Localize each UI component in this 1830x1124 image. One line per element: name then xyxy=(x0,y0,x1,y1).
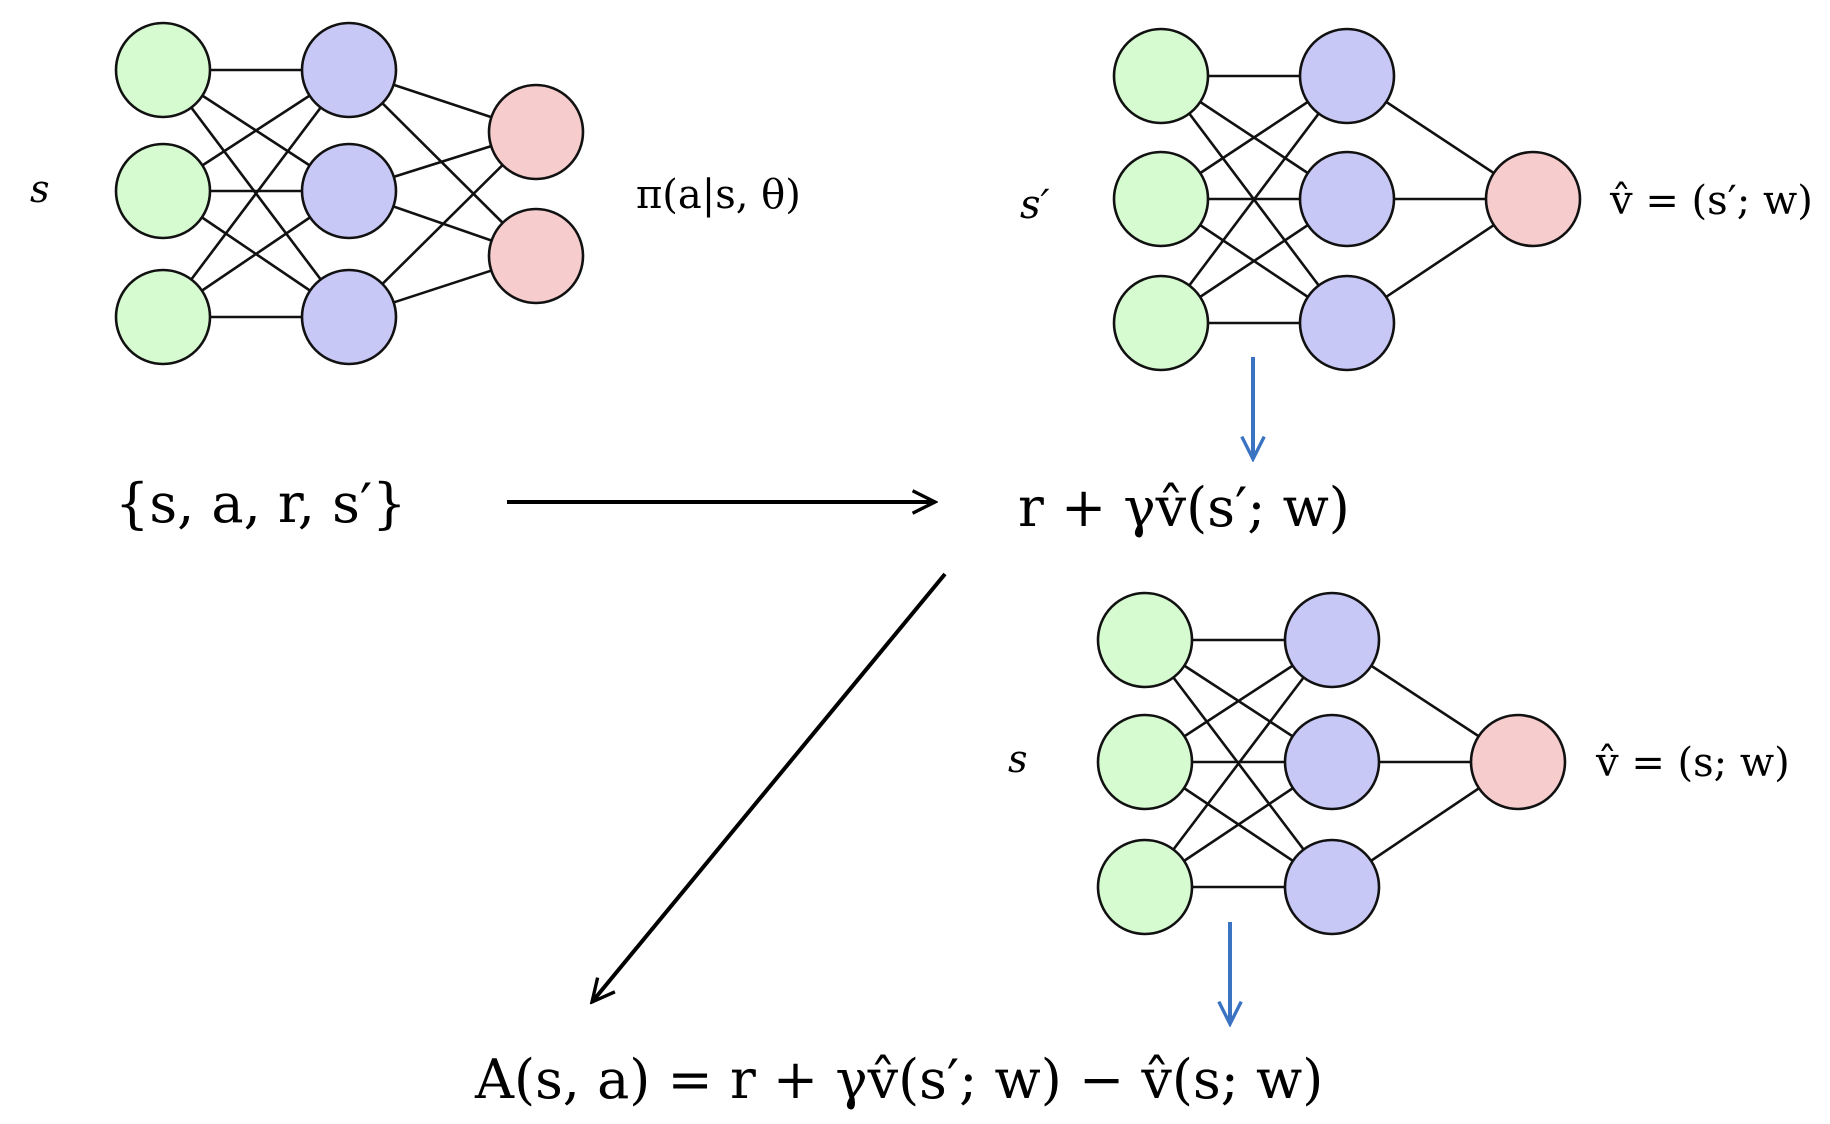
policy-net-output-node-1 xyxy=(487,83,585,181)
td-target-label: r + γv̂(s′; w) xyxy=(1018,476,1350,539)
policy-input-label: s xyxy=(30,167,50,211)
policy-net-input-node-2 xyxy=(114,142,212,240)
value-next-input-label: s′ xyxy=(1020,182,1050,228)
arrow-td-target-to-advantage xyxy=(592,572,947,1002)
policy-net-hidden-node-3 xyxy=(300,268,398,366)
policy-net-output-node-2 xyxy=(487,207,585,305)
value-net-current-hidden-node-2 xyxy=(1283,713,1381,811)
value-next-output-label: v̂ = (s′; w) xyxy=(1609,178,1813,224)
policy-net-input-node-1 xyxy=(114,21,212,119)
value-net-current-input-node-1 xyxy=(1096,591,1194,689)
value-network-next-state xyxy=(1112,27,1582,372)
value-net-next-input-node-1 xyxy=(1112,27,1210,125)
value-net-next-hidden-node-3 xyxy=(1298,274,1396,372)
value-net-next-edge-input3-to-hidden1 xyxy=(1159,75,1349,324)
policy-net-edge-input3-to-hidden1 xyxy=(161,69,351,318)
value-net-current-hidden-node-3 xyxy=(1283,838,1381,936)
advantage-label: A(s, a) = r + γv̂(s′; w) − v̂(s; w) xyxy=(474,1048,1323,1111)
value-net-next-input-node-3 xyxy=(1112,274,1210,372)
policy-net-input-node-3 xyxy=(114,268,212,366)
policy-net-nodes xyxy=(114,21,585,366)
value-net-next-input-node-2 xyxy=(1112,150,1210,248)
value-net-current-hidden-node-1 xyxy=(1283,591,1381,689)
value-net-current-input-node-3 xyxy=(1096,838,1194,936)
value-net-next-output-node-1 xyxy=(1484,150,1582,248)
policy-net-hidden-node-2 xyxy=(300,142,398,240)
transition-tuple-label: {s, a, r, s′} xyxy=(115,472,406,535)
value-net-current-nodes xyxy=(1096,591,1567,936)
value-net-next-nodes xyxy=(1112,27,1582,372)
value-net-next-hidden-node-2 xyxy=(1298,150,1396,248)
policy-net-hidden-node-1 xyxy=(300,21,398,119)
value-cur-output-label: v̂ = (s; w) xyxy=(1595,740,1790,786)
value-net-current-input-node-2 xyxy=(1096,713,1194,811)
value-net-current-edge-input3-to-hidden1 xyxy=(1143,639,1334,888)
policy-output-label: π(a|s, θ) xyxy=(636,172,801,218)
value-network-current-state xyxy=(1096,591,1567,936)
value-net-current-output-node-1 xyxy=(1469,713,1567,811)
value-net-next-hidden-node-1 xyxy=(1298,27,1396,125)
value-cur-input-label: s xyxy=(1008,737,1028,781)
policy-network xyxy=(114,21,585,366)
